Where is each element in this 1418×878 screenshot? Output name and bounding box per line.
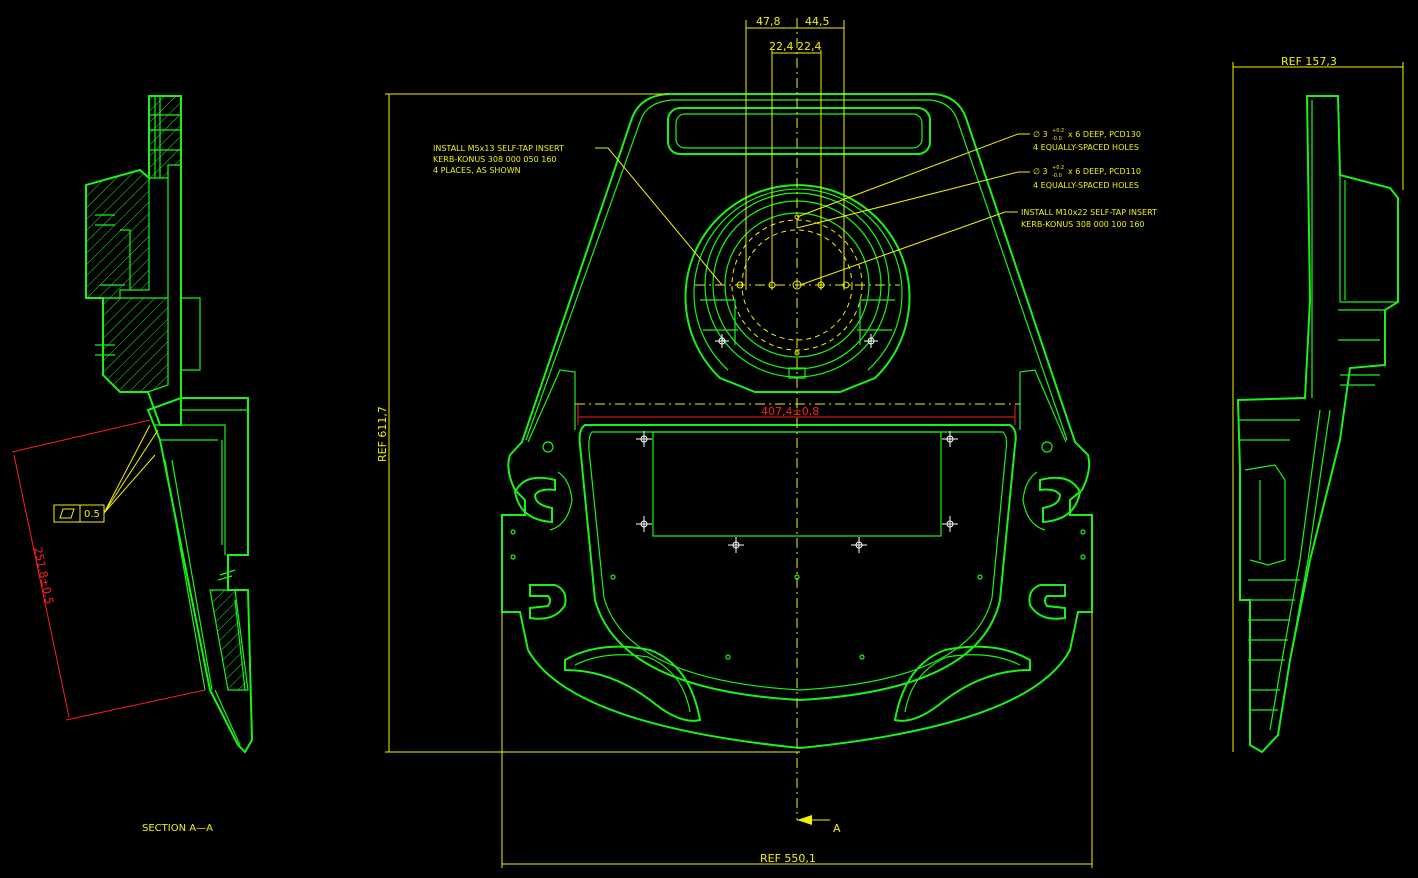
section-break-marks (217, 569, 236, 581)
callout-pcd110-line2: 4 EQUALLY-SPACED HOLES (1033, 181, 1139, 190)
tray-width-text: 407,4±0,8 (761, 405, 819, 418)
clip-right-upper-rim (1022, 471, 1046, 531)
boss-inner-arc (693, 188, 903, 371)
ref-width-dimension: REF 550,1 (501, 612, 1093, 868)
tray-width-lines (577, 405, 1016, 425)
boss-outline (684, 184, 911, 393)
top-dimensions: 47,8 44,5 22,4 22,4 (745, 15, 845, 290)
callout-pcd110: ∅ 3 +0.2 -0.0 x 6 DEEP, PCD110 4 EQUALLY… (796, 165, 1141, 229)
section-inner-details (95, 214, 131, 356)
top-handle-slot (667, 107, 931, 155)
callout-m10-line2: KERB-KONUS 308 000 100 160 (1021, 220, 1145, 229)
clip-left-upper-rim (549, 471, 573, 531)
top-ext-lines (745, 20, 845, 290)
callout-pcd110-prefix: ∅ 3 (1033, 167, 1048, 176)
flatness-value: 0.5 (84, 509, 100, 520)
clip-left-upper (513, 476, 556, 524)
flatness-icon (59, 508, 75, 519)
flatness-leaders (103, 424, 159, 514)
side-inner-lines (1238, 100, 1398, 731)
clip-right-lower (1028, 584, 1066, 620)
top-dim-lines (746, 27, 844, 54)
boss-hole-markers (715, 214, 878, 356)
section-hatch-top (148, 95, 182, 179)
wing-hole-right (1041, 441, 1053, 453)
callout-pcd130-text: x 6 DEEP, PCD130 (1068, 130, 1141, 139)
section-view (85, 95, 254, 754)
wing-hole-left (542, 441, 554, 453)
ref-height-dimension: REF 611,7 (376, 93, 800, 753)
front-outer-inner-edge (525, 99, 1068, 441)
tray-inner (588, 431, 1008, 691)
dim-line (13, 454, 70, 718)
boss-tabs (700, 299, 895, 345)
callout-pcd110-text: x 6 DEEP, PCD110 (1068, 167, 1141, 176)
ref-depth-lines (1232, 62, 1404, 752)
callout-pcd130-sub: -0.0 (1052, 136, 1062, 142)
top-handle-slot-inner (675, 113, 923, 149)
callout-m5-line2: KERB-KONUS 308 000 050 160 (433, 155, 557, 164)
callout-m10: INSTALL M10x22 SELF-TAP INSERT KERB-KONU… (799, 208, 1157, 286)
section-length-dimension: 251,8±0,5 (11, 419, 206, 721)
flatness-frame: 0.5 (53, 424, 159, 523)
callout-pcd130: ∅ 3 +0.2 -0.0 x 6 DEEP, PCD130 4 EQUALLY… (796, 128, 1141, 218)
callout-m5-leader (595, 147, 723, 286)
side-outline (1236, 95, 1399, 754)
side-ribs (1248, 579, 1300, 711)
callout-pcd130-sup: +0.2 (1052, 128, 1064, 134)
callout-m10-leader (799, 211, 1018, 286)
ref-width-lines (501, 612, 1093, 868)
ref-depth-text: REF 157,3 (1281, 55, 1337, 68)
clip-left-lower (529, 584, 567, 620)
lower-slot-right-inner (904, 654, 1021, 713)
section-label: SECTION A—A (142, 823, 213, 834)
callout-pcd110-leader (796, 171, 1030, 229)
side-view: REF 157,3 (1232, 55, 1404, 754)
ext-line-top (11, 419, 151, 453)
lower-slot-left-inner (574, 654, 691, 713)
section-hatch-mid (85, 169, 150, 299)
section-length-text: 251,8±0,5 (31, 546, 56, 606)
section-inner-lines-upper (149, 96, 181, 298)
section-rib (181, 297, 201, 371)
callout-pcd130-line2: 4 EQUALLY-SPACED HOLES (1033, 143, 1139, 152)
tray-width-dimension: 407,4±0,8 (577, 405, 1016, 425)
wing-ribs (527, 369, 1067, 443)
callout-m5-line1: INSTALL M5x13 SELF-TAP INSERT (433, 144, 564, 153)
lower-slot-left (564, 645, 702, 722)
section-arrow-label: A (833, 822, 841, 835)
ref-height-lines (385, 93, 800, 753)
callout-m5: INSTALL M5x13 SELF-TAP INSERT KERB-KONUS… (433, 144, 723, 286)
section-inner-lines-lower (155, 409, 248, 746)
dim-44-5: 44,5 (805, 15, 830, 28)
ref-width-text: REF 550,1 (760, 852, 816, 865)
dim-22-4-right: 22,4 (797, 40, 822, 53)
callout-pcd130-leader (796, 133, 1030, 218)
dim-47-8: 47,8 (756, 15, 781, 28)
lower-slot-right (893, 645, 1031, 722)
section-hatch-bottom (209, 589, 249, 691)
front-outer-outline (501, 93, 1093, 750)
callout-pcd110-sup: +0.2 (1052, 165, 1064, 171)
callout-pcd130-prefix: ∅ 3 (1033, 130, 1048, 139)
section-outline-lower (146, 397, 254, 754)
front-view (501, 18, 1093, 820)
ref-height-text: REF 611,7 (376, 406, 389, 462)
clip-right-upper (1039, 476, 1082, 524)
ext-line-bottom (65, 689, 206, 721)
tray-outline (578, 424, 1017, 702)
callout-m10-line1: INSTALL M10x22 SELF-TAP INSERT (1021, 208, 1157, 217)
dim-22-4-left: 22,4 (769, 40, 794, 53)
tray-hole-markers (510, 431, 1086, 660)
section-arrow: A (797, 815, 841, 835)
callout-m5-line3: 4 PLACES, AS SHOWN (433, 166, 521, 175)
callout-pcd110-sub: -0.0 (1052, 173, 1062, 179)
